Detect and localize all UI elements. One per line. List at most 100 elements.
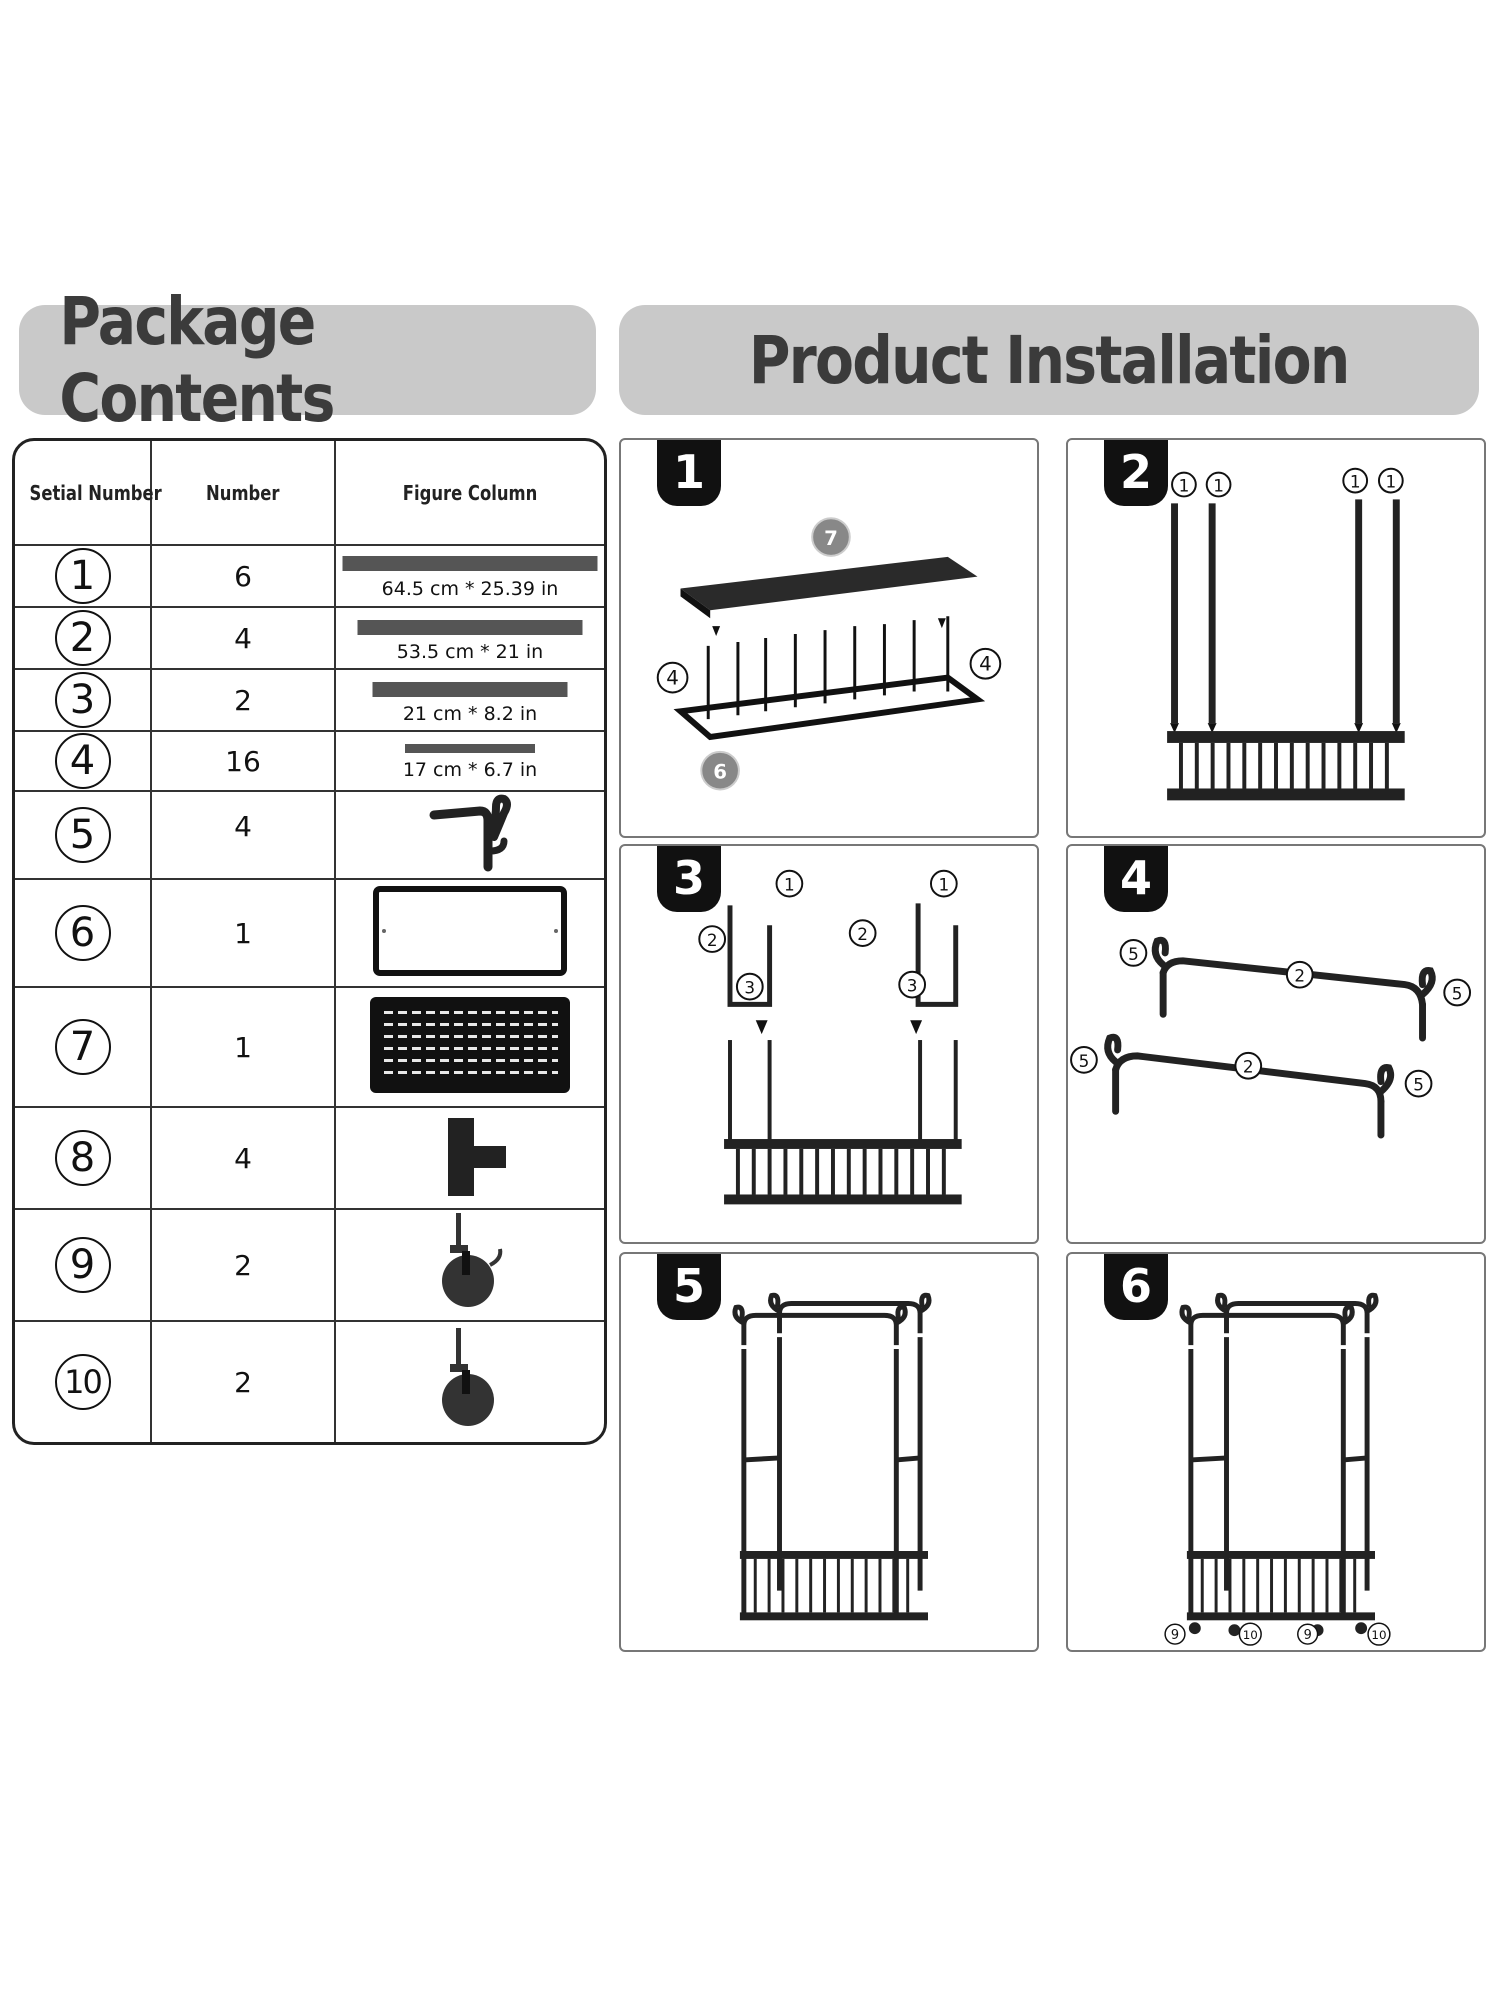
arrows <box>755 1020 923 1035</box>
svg-text:1: 1 <box>784 875 795 895</box>
table-row: 5 4 <box>15 790 604 880</box>
step-number-badge: 3 <box>657 846 721 912</box>
table-row: 3 2 21 cm * 8.2 in <box>15 668 604 732</box>
step-1-diagram: 7 6 4 4 <box>656 517 1002 791</box>
package-contents-banner: Package Contents <box>19 283 596 437</box>
dimension-label: 53.5 cm * 21 in <box>396 641 544 663</box>
pole-icon <box>357 620 583 635</box>
svg-text:6: 6 <box>713 761 727 784</box>
callouts: 5 2 5 5 2 5 <box>1070 939 1472 1098</box>
svg-text:3: 3 <box>744 978 755 998</box>
caster-wheel-icon <box>442 1327 494 1426</box>
upright-rods <box>706 616 950 720</box>
top-rail-2 <box>1104 1033 1395 1139</box>
table-row: 2 4 53.5 cm * 21 in <box>15 606 604 670</box>
callout-6: 6 <box>700 750 740 791</box>
svg-text:4: 4 <box>979 653 992 676</box>
serial-number: 7 <box>54 1019 111 1075</box>
step-2-diagram: 1 1 1 1 <box>1167 467 1405 801</box>
callouts-1: 1 1 1 1 <box>1171 467 1404 498</box>
table-row: 10 2 <box>15 1320 604 1442</box>
top-rail-1 <box>1151 936 1436 1042</box>
svg-text:9: 9 <box>1171 1628 1179 1643</box>
callout-4-right: 4 <box>969 647 1002 680</box>
svg-text:5: 5 <box>1413 1075 1424 1095</box>
callout-4-left: 4 <box>656 661 689 694</box>
table-row: 8 4 <box>15 1106 604 1210</box>
step-3-diagram: 1 1 2 2 3 3 <box>698 869 962 1205</box>
base-basket <box>1186 1551 1375 1621</box>
pole-medium-figure: 53.5 cm * 21 in <box>336 608 604 668</box>
rod-icon <box>405 744 535 753</box>
callouts: 9 10 9 10 <box>1164 1622 1391 1646</box>
installation-step-5: 5 <box>619 1252 1039 1652</box>
package-contents-title: Package Contents <box>59 283 335 437</box>
svg-text:2: 2 <box>857 924 868 944</box>
arrows <box>712 618 946 637</box>
caster-wheel-brake-icon <box>442 1212 503 1307</box>
frame-base-part <box>673 674 986 741</box>
svg-text:4: 4 <box>666 667 679 690</box>
pole-short-figure: 21 cm * 8.2 in <box>336 670 604 730</box>
quantity: 2 <box>150 1320 336 1442</box>
serial-number: 5 <box>54 807 111 863</box>
installation-step-4: 5 2 5 5 2 5 4 <box>1066 844 1486 1244</box>
product-installation-title: Product Installation <box>749 321 1350 399</box>
pole-icon <box>342 556 598 571</box>
quantity: 4 <box>150 1106 336 1210</box>
installation-step-6: 9 10 9 10 6 <box>1066 1252 1486 1652</box>
base-basket <box>1167 731 1405 801</box>
column-header-number: Number <box>150 441 336 546</box>
dimension-label: 21 cm * 8.2 in <box>402 703 538 725</box>
serial-number: 3 <box>54 672 111 728</box>
quantity: 2 <box>150 1208 336 1322</box>
pole-long-figure: 64.5 cm * 25.39 in <box>336 546 604 606</box>
lower-frame <box>724 1040 962 1205</box>
serial-number: 9 <box>54 1237 111 1293</box>
table-row: 9 2 <box>15 1208 604 1322</box>
callout-7: 7 <box>811 517 851 557</box>
long-poles <box>1171 499 1400 724</box>
svg-text:7: 7 <box>824 527 838 550</box>
package-contents-table: Setial Number Number Figure Column 1 6 6… <box>12 438 607 1445</box>
svg-text:2: 2 <box>1243 1057 1254 1077</box>
arrows <box>1170 723 1401 734</box>
shelf-board-part <box>680 556 978 619</box>
rod-figure: 17 cm * 6.7 in <box>336 732 604 790</box>
quantity: 4 <box>150 790 336 880</box>
callouts: 1 1 2 2 3 3 <box>698 869 958 1001</box>
hooks <box>1179 1292 1379 1326</box>
quantity: 1 <box>150 986 336 1108</box>
svg-text:9: 9 <box>1304 1628 1312 1643</box>
installation-step-2: 1 1 1 1 2 <box>1066 438 1486 838</box>
dimension-label: 17 cm * 6.7 in <box>402 759 538 781</box>
serial-number: 4 <box>54 733 111 789</box>
hook-icon <box>429 794 511 871</box>
t-connector-icon <box>448 1117 506 1196</box>
step-6-diagram: 9 10 9 10 <box>1164 1292 1391 1646</box>
installation-step-3: 1 1 2 2 3 3 3 <box>619 844 1039 1244</box>
serial-number: 2 <box>54 610 111 666</box>
serial-number: 6 <box>54 905 111 961</box>
dimension-label: 64.5 cm * 25.39 in <box>381 578 559 600</box>
table-row: 7 1 <box>15 986 604 1108</box>
step-number-badge: 1 <box>657 440 721 506</box>
svg-text:1: 1 <box>1350 472 1361 492</box>
pole-icon <box>372 682 568 697</box>
table-row: 6 1 <box>15 878 604 988</box>
step-number-badge: 5 <box>657 1254 721 1320</box>
svg-text:5: 5 <box>1452 983 1463 1003</box>
shelf-board-icon <box>370 996 570 1093</box>
step-4-diagram: 5 2 5 5 2 5 <box>1070 936 1472 1139</box>
caster-wheels <box>1188 1622 1368 1637</box>
svg-text:1: 1 <box>938 875 949 895</box>
svg-text:3: 3 <box>907 976 918 996</box>
svg-text:5: 5 <box>1128 944 1139 964</box>
svg-text:10: 10 <box>1243 1628 1258 1642</box>
serial-number: 1 <box>54 548 111 604</box>
base-basket <box>739 1551 928 1621</box>
step-number-badge: 4 <box>1104 846 1168 912</box>
svg-text:1: 1 <box>1179 475 1190 495</box>
svg-text:1: 1 <box>1385 472 1396 492</box>
quantity: 4 <box>150 606 336 670</box>
